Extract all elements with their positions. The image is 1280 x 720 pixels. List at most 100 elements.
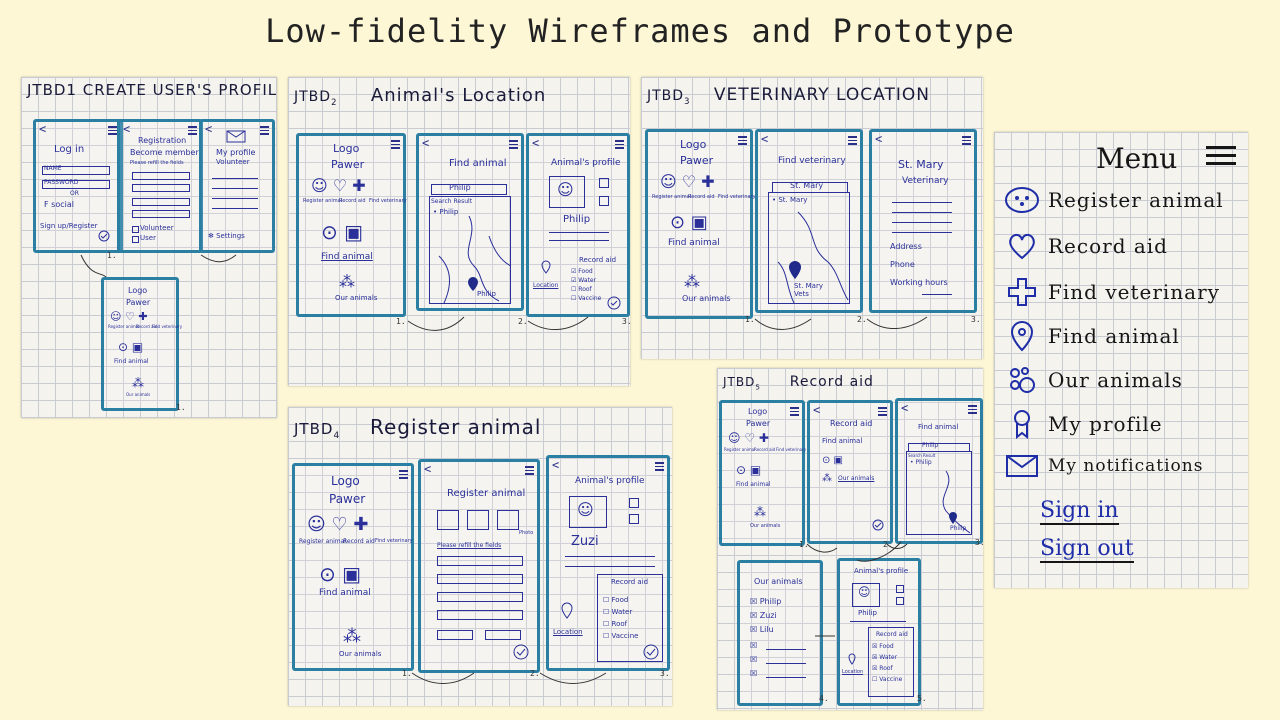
back-icon[interactable]: < [123,122,131,136]
search-input[interactable] [431,184,507,195]
location-pin-icon[interactable] [467,276,479,292]
map[interactable] [906,451,972,535]
our-animals-link[interactable]: Our animals [682,294,731,303]
record-aid-link[interactable]: Record aid [343,538,375,545]
user-checkbox[interactable] [132,236,139,243]
map[interactable] [429,196,511,304]
find-animal-link[interactable]: Find animal [114,358,149,365]
record-aid-link[interactable]: Record aid [339,198,366,204]
volunteer-checkbox[interactable] [132,226,139,233]
menu-icon[interactable] [615,140,624,151]
search-result-item[interactable]: • Philip [910,459,932,466]
find-vet-link[interactable]: Find veterinary [776,447,807,452]
settings-link[interactable]: ✻ Settings [208,232,245,240]
register-animal-link[interactable]: Register animal [724,447,756,452]
search-result-item[interactable]: • Philip [433,208,459,216]
check-icon[interactable] [872,519,884,531]
photo-slot[interactable] [467,510,489,530]
aid-item[interactable]: ☐ Vaccine [571,295,602,302]
form-field[interactable] [437,630,473,640]
back-icon[interactable]: < [552,458,560,472]
menu-item-our-animals[interactable]: Our animals [1004,360,1183,400]
back-icon[interactable]: < [761,132,769,146]
menu-item-my-notifications[interactable]: My notifications [1004,446,1203,486]
aid-item[interactable]: ☒ Water [872,654,898,661]
back-icon[interactable]: < [901,401,909,415]
record-aid-link[interactable]: Record aid [688,194,715,200]
aid-item[interactable]: ☐ Vaccine [872,676,903,683]
menu-item-record-aid[interactable]: Record aid [1004,226,1168,266]
location-pin-icon[interactable] [948,511,958,525]
menu-item-register-animal[interactable]: Register animal [1004,180,1224,220]
location-link[interactable]: Location [553,628,583,636]
aid-item[interactable]: ☐ Food [603,596,629,604]
ra-our-animals[interactable]: Our animals [838,475,875,482]
aid-item[interactable]: ☑ Food [571,268,593,275]
sign-in-link[interactable]: Sign in [1040,498,1119,525]
animal-list-item[interactable]: ☒ Zuzi [750,611,777,620]
check-icon[interactable] [513,644,529,660]
find-animal-link[interactable]: Find animal [321,252,373,262]
form-field[interactable] [485,630,521,640]
find-vet-link[interactable]: Find veterinary [152,324,183,329]
menu-icon[interactable] [108,126,117,137]
aid-item[interactable]: ☑ Water [571,277,597,284]
record-aid-link[interactable]: Record aid [136,324,158,329]
reg-field[interactable] [132,210,190,218]
menu-item-find-veterinary[interactable]: Find veterinary [1004,272,1220,312]
menu-icon[interactable] [399,470,408,481]
menu-icon[interactable] [790,407,799,418]
register-animal-link[interactable]: Register animal [299,538,346,545]
reg-field[interactable] [132,198,190,206]
menu-icon[interactable] [968,405,977,416]
reg-field[interactable] [132,172,190,180]
find-animal-link[interactable]: Find animal [319,588,371,598]
animal-list-item[interactable]: ☒ Philip [750,597,782,606]
menu-icon[interactable] [260,126,269,137]
menu-item-find-animal[interactable]: Find animal [1004,316,1180,356]
form-field[interactable] [437,592,523,602]
back-icon[interactable]: < [813,403,821,417]
menu-burger-icon[interactable] [1206,146,1236,165]
record-aid-link[interactable]: Record aid [754,447,776,452]
aid-item[interactable]: ☐ Water [603,608,633,616]
back-icon[interactable]: < [205,122,213,136]
our-animals-link[interactable]: Our animals [339,650,382,658]
back-icon[interactable]: < [875,132,883,146]
our-animals-link[interactable]: Our animals [126,392,151,397]
menu-icon[interactable] [391,140,400,151]
register-animal-link[interactable]: Register animal [303,198,343,204]
animal-list-item[interactable]: ☒ Lilu [750,625,774,634]
signup-link[interactable]: Sign up/Register [40,222,98,230]
find-animal-link[interactable]: Find animal [736,481,771,488]
our-animals-link[interactable]: Our animals [750,523,781,529]
form-field[interactable] [437,574,523,584]
search-result-item[interactable]: • St. Mary [772,196,808,204]
menu-icon[interactable] [962,136,971,147]
aid-item[interactable]: ☐ Vaccine [603,632,639,640]
back-icon[interactable]: < [532,136,540,150]
location-pin-icon[interactable] [788,260,802,280]
location-link[interactable]: Location [533,282,559,289]
aid-item[interactable]: ☐ Roof [603,620,628,628]
register-animal-link[interactable]: Register animal [108,324,140,329]
location-link[interactable]: Location [842,669,864,675]
menu-icon[interactable] [878,407,887,418]
photo-slot[interactable] [437,510,459,530]
back-icon[interactable]: < [422,136,430,150]
aid-item[interactable]: ☒ Food [872,643,894,650]
check-icon[interactable] [643,644,659,660]
menu-item-my-profile[interactable]: My profile [1004,404,1163,444]
our-animals-link[interactable]: Our animals [335,294,378,302]
find-vet-link[interactable]: Find veterinary [369,198,407,204]
sign-out-link[interactable]: Sign out [1040,536,1134,563]
ra-find-animal[interactable]: Find animal [822,437,863,445]
find-animal-link[interactable]: Find animal [668,238,720,248]
photo-slot[interactable] [497,510,519,530]
menu-icon[interactable] [525,466,534,477]
back-icon[interactable]: < [39,122,47,136]
form-field[interactable] [437,556,523,566]
map[interactable] [768,192,850,304]
aid-item[interactable]: ☐ Roof [571,286,592,293]
menu-icon[interactable] [655,462,664,473]
